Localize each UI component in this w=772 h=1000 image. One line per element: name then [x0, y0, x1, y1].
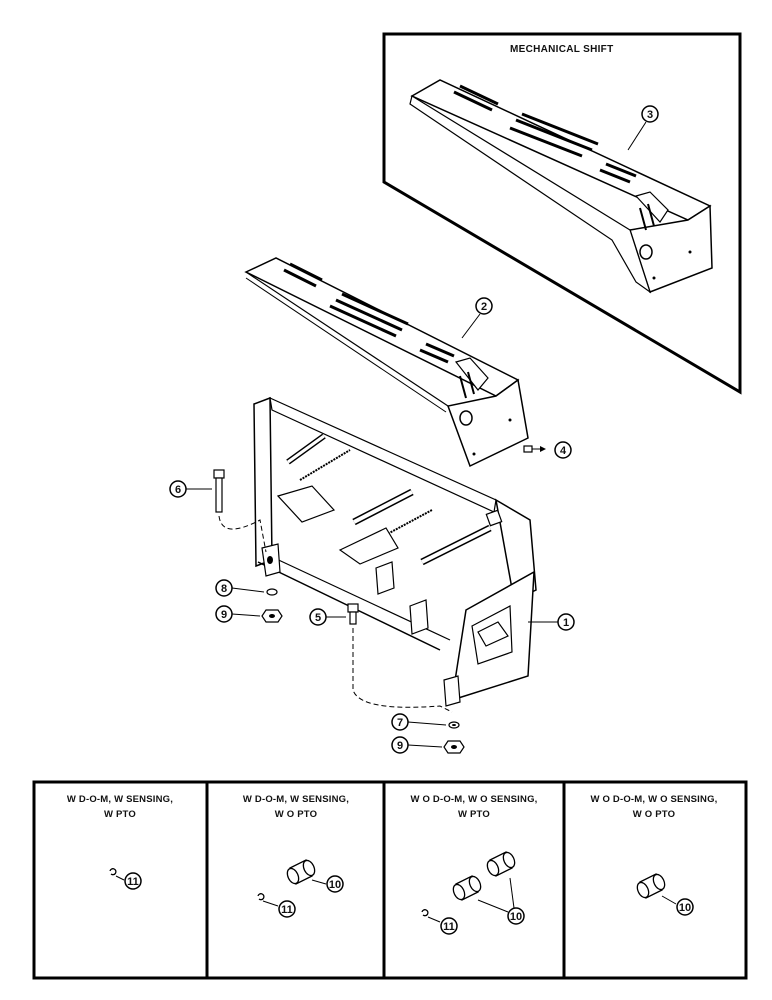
- nut-part-9-right: [443, 740, 465, 754]
- callout-8-label: 8: [221, 583, 227, 595]
- variant-1-line2: W PTO: [104, 809, 136, 820]
- callout-6-label: 6: [175, 484, 181, 496]
- variant-1-callout-11: 11: [127, 876, 139, 888]
- spacer-icon: [452, 875, 482, 901]
- washer-part-8: [266, 588, 278, 596]
- callout-4-label: 4: [560, 445, 567, 457]
- callout-9-left-label: 9: [221, 609, 227, 621]
- callout-2: 2: [461, 297, 493, 339]
- callout-7: 7: [391, 713, 447, 731]
- mechanical-shift-inset: MECHANICAL SHIFT 3: [382, 32, 742, 395]
- spacer-icon: [636, 873, 666, 899]
- variant-2-line2: W O PTO: [275, 809, 317, 820]
- callout-5-label: 5: [315, 612, 321, 624]
- variants-table: W D-O-M, W SENSING, W PTO 11 W D-O-M, W …: [32, 780, 748, 980]
- callout-5: 5: [309, 608, 346, 626]
- nut-part-9-left: [261, 609, 283, 623]
- callout-9-left: 9: [215, 605, 261, 623]
- inset-title: MECHANICAL SHIFT: [510, 44, 614, 55]
- variant-2-callout-10: 10: [329, 879, 341, 891]
- variant-cell-4: W O D-O-M, W O SENSING, W O PTO 10: [590, 794, 717, 916]
- spacer-icon: [486, 851, 516, 877]
- snap-ring-icon: [421, 909, 429, 917]
- variant-1-line1: W D-O-M, W SENSING,: [67, 794, 173, 805]
- callout-1-label: 1: [563, 617, 569, 629]
- callout-9-right: 9: [391, 736, 443, 754]
- callout-8: 8: [215, 579, 265, 597]
- callout-2-label: 2: [481, 301, 487, 313]
- snap-ring-icon: [257, 893, 265, 901]
- variant-3-callout-11: 11: [443, 921, 455, 933]
- spacer-icon: [286, 859, 316, 885]
- callout-1: 1: [528, 613, 575, 631]
- callout-4: 4: [554, 441, 572, 459]
- callout-9-right-label: 9: [397, 740, 403, 752]
- variant-3-line1: W O D-O-M, W O SENSING,: [410, 794, 537, 805]
- callout-3-label: 3: [647, 109, 653, 121]
- callout-6: 6: [169, 480, 212, 498]
- variant-2-line1: W D-O-M, W SENSING,: [243, 794, 349, 805]
- variant-3-line2: W PTO: [458, 809, 490, 820]
- variant-3-callout-10: 10: [510, 911, 522, 923]
- snap-ring-icon: [109, 868, 117, 876]
- variant-4-callout-10: 10: [679, 902, 691, 914]
- variant-2-callout-11: 11: [281, 904, 293, 916]
- callout-3: 3: [627, 105, 659, 151]
- bolt-part-5: [347, 603, 453, 713]
- variant-cell-2: W D-O-M, W SENSING, W O PTO 10 11: [243, 794, 349, 918]
- variant-cell-3: W O D-O-M, W O SENSING, W PTO 10 11: [410, 794, 537, 935]
- shift-cover-part-2: [244, 257, 529, 468]
- variant-4-line1: W O D-O-M, W O SENSING,: [590, 794, 717, 805]
- washer-part-7: [448, 721, 460, 729]
- callout-7-label: 7: [397, 717, 403, 729]
- shift-cover-part-3: [409, 79, 713, 294]
- variant-cell-1: W D-O-M, W SENSING, W PTO 11: [67, 794, 173, 890]
- screw-part-4: [523, 445, 546, 453]
- bolt-part-6: [213, 469, 267, 553]
- variant-4-line2: W O PTO: [633, 809, 675, 820]
